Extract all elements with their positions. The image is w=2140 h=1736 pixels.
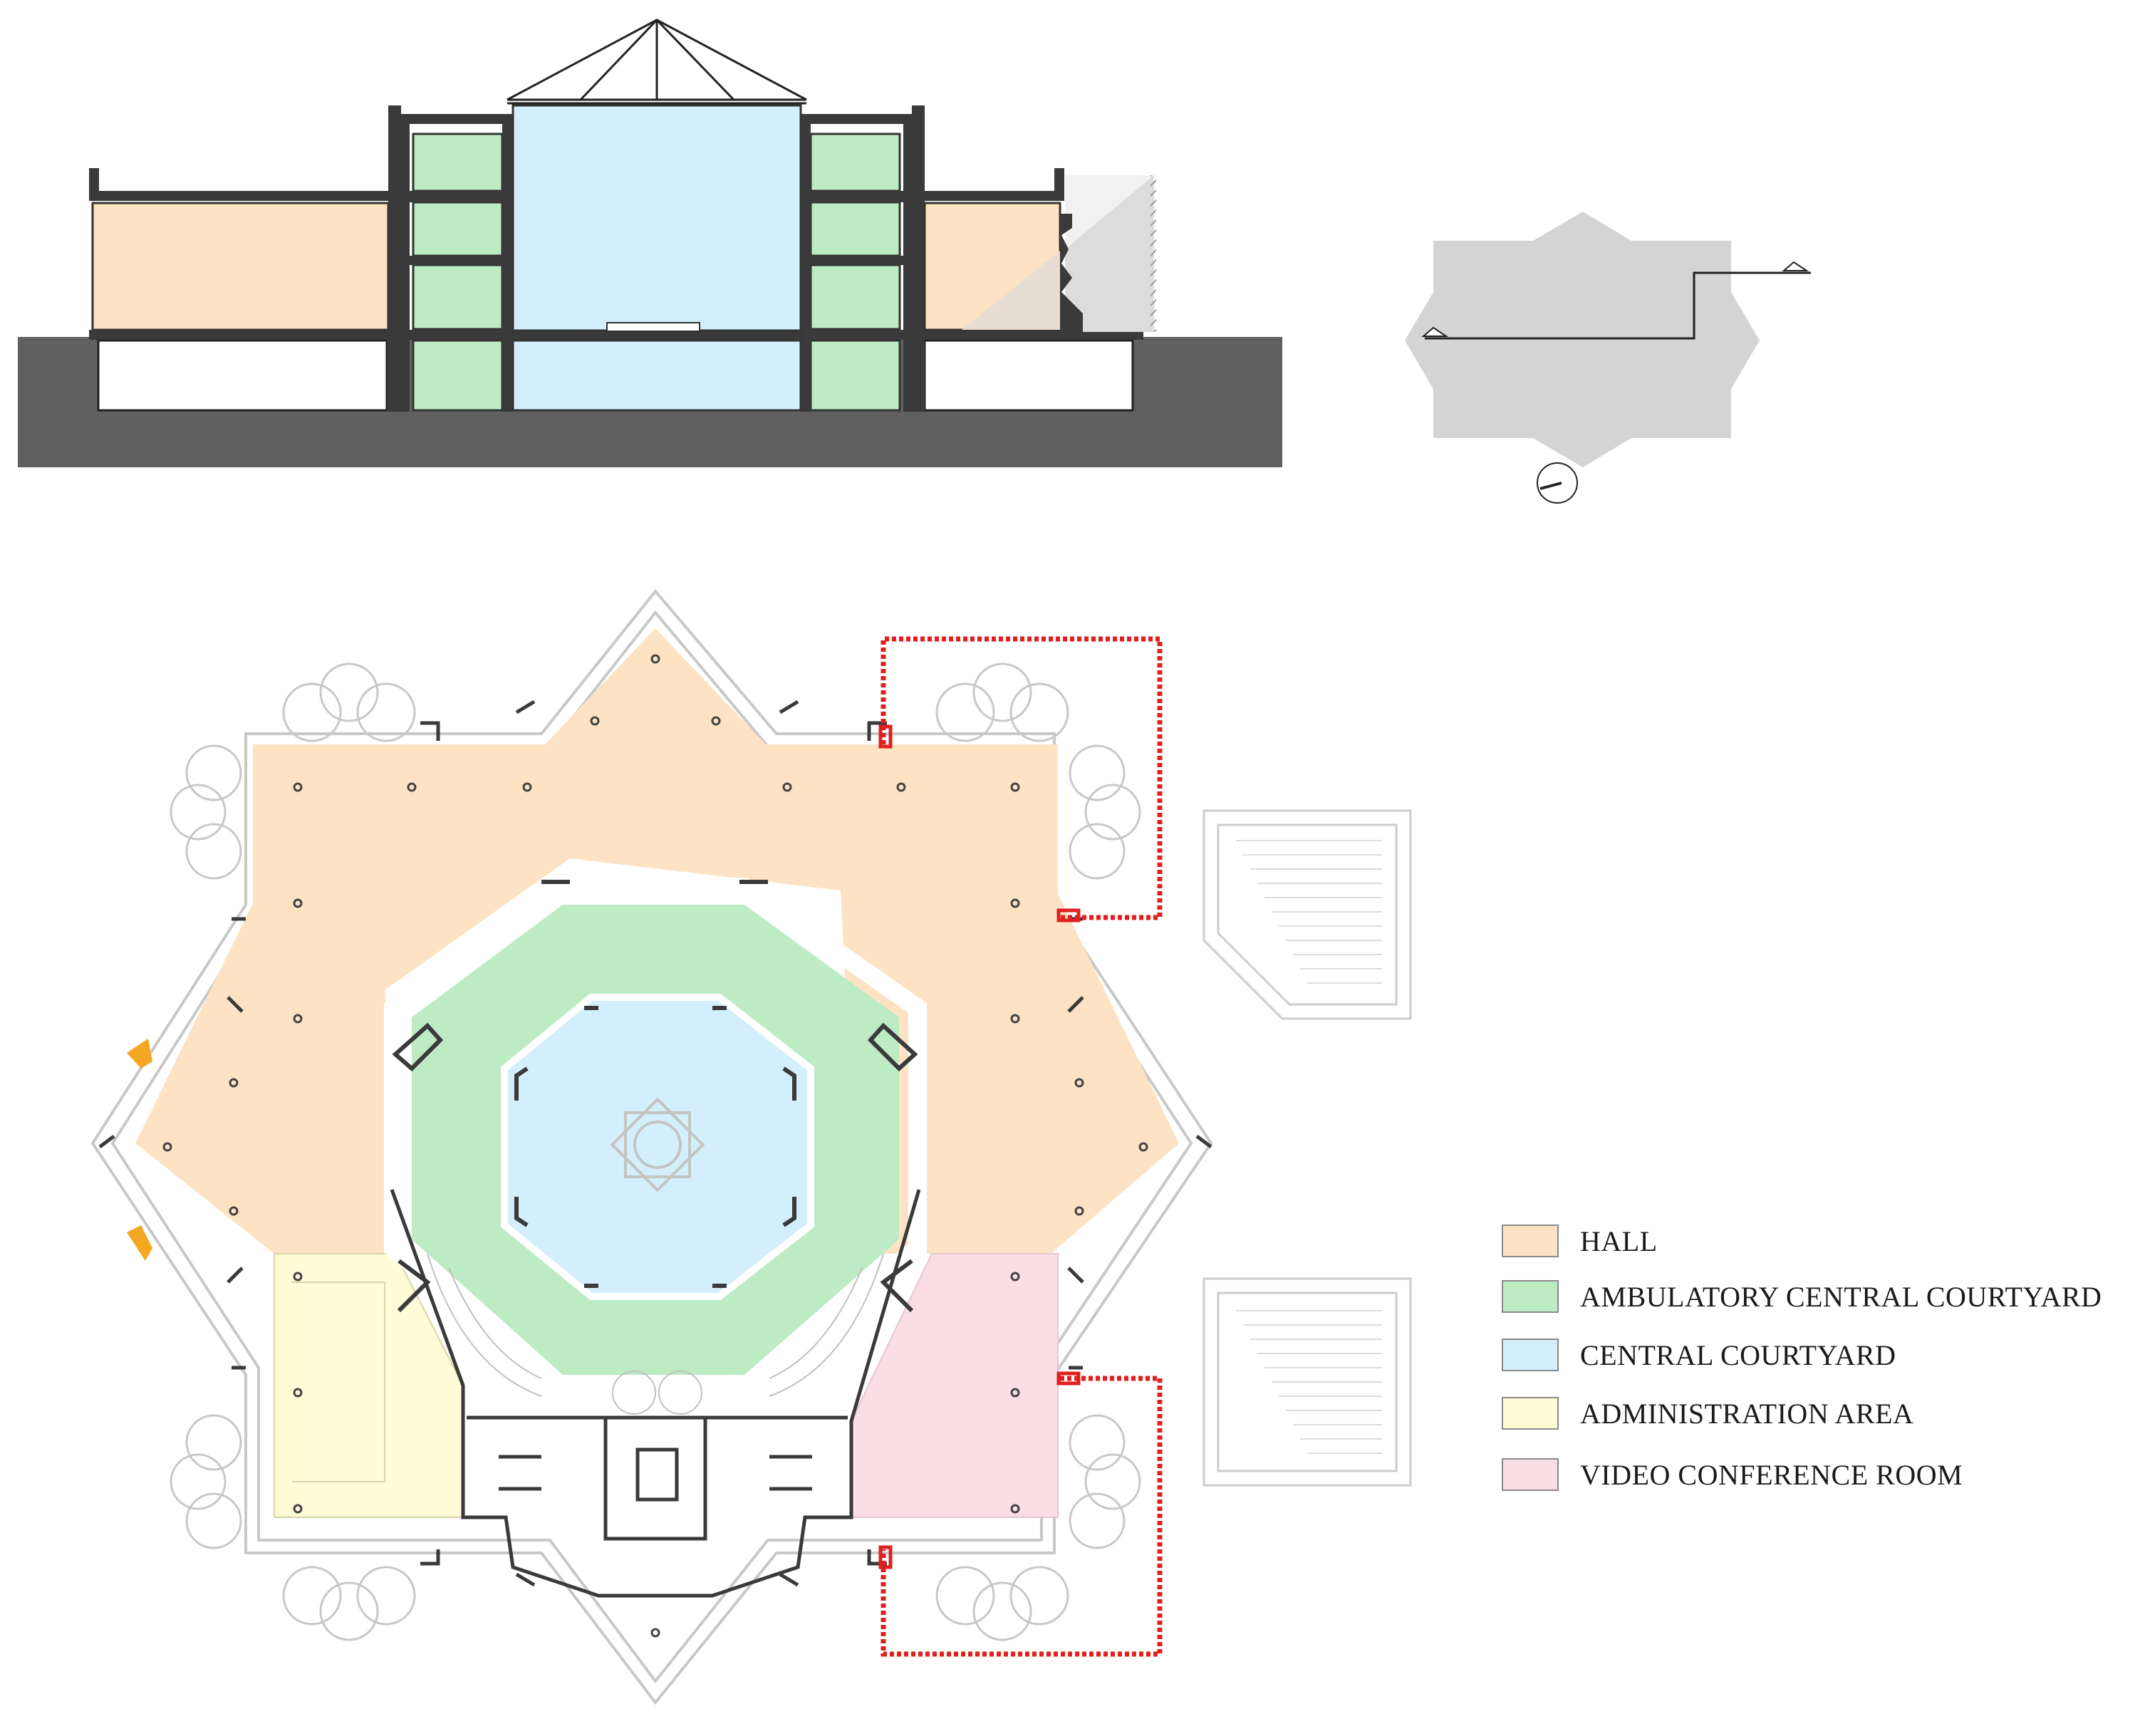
- legend-item-courtyard: CENTRAL COURTYARD: [1502, 1338, 1896, 1372]
- egress-route-north: [881, 636, 1163, 920]
- legend-swatch-video-conference: [1502, 1458, 1559, 1491]
- legend-item-video-conference: VIDEO CONFERENCE ROOM: [1502, 1457, 1963, 1492]
- basement-room-left: [97, 339, 388, 412]
- legend-swatch-ambulatory: [1502, 1280, 1559, 1313]
- legend-label-administration: ADMINISTRATION AREA: [1580, 1397, 1914, 1430]
- section-ambulatory-left-1: [412, 132, 504, 192]
- section-courtyard-upper: [511, 104, 802, 332]
- key-plan: [1405, 212, 1811, 504]
- section-ambulatory-right-3: [809, 264, 901, 331]
- service-core: [390, 1189, 921, 1598]
- pyramid-skylight: [507, 19, 807, 105]
- north-arrow-icon: [1537, 462, 1578, 504]
- legend-label-courtyard: CENTRAL COURTYARD: [1580, 1339, 1896, 1371]
- legend-swatch-administration: [1502, 1397, 1559, 1430]
- section-cut-line: [1425, 271, 1811, 340]
- fountain-star: [610, 1097, 705, 1192]
- legend-swatch-courtyard: [1502, 1339, 1559, 1371]
- building-section: [18, 19, 1282, 467]
- plan-courtyard: [501, 994, 814, 1300]
- section-ambulatory-right-4: [809, 339, 901, 412]
- section-marker-icon: [1782, 261, 1809, 271]
- left-structural-wall: [388, 114, 410, 412]
- legend-swatch-hall: [1502, 1225, 1559, 1257]
- section-courtyard-basin: [511, 339, 802, 412]
- right-structural-wall: [903, 114, 925, 412]
- egress-routes: [881, 636, 1163, 1657]
- exterior-stairs: [1203, 809, 1412, 1487]
- basement-room-right: [923, 339, 1134, 412]
- legend-label-hall: HALL: [1580, 1225, 1658, 1257]
- section-ambulatory-left-2: [412, 201, 504, 257]
- legend-label-video-conference: VIDEO CONFERENCE ROOM: [1580, 1458, 1963, 1491]
- entrance-arrow-icon: [127, 1225, 152, 1261]
- section-hall-left: [91, 202, 390, 331]
- section-stair-profile: [1060, 214, 1083, 332]
- egress-route-south: [881, 1376, 1163, 1657]
- plan-video-conference: [851, 1253, 1059, 1518]
- section-slab: [89, 330, 1143, 340]
- section-ambulatory-right-1: [809, 132, 901, 192]
- section-marker-icon: [1421, 326, 1449, 337]
- section-ambulatory-right-2: [809, 201, 901, 257]
- legend-item-ambulatory: AMBULATORY CENTRAL COURTYARD: [1502, 1279, 2102, 1314]
- left-roof-slab: [89, 191, 392, 201]
- section-ambulatory-left-3: [412, 264, 504, 331]
- entrance-arrow-icon: [127, 1039, 152, 1069]
- section-fountain-plinth: [606, 322, 700, 332]
- legend-label-ambulatory: AMBULATORY CENTRAL COURTYARD: [1580, 1280, 2102, 1313]
- legend-item-hall: HALL: [1502, 1224, 1658, 1258]
- hall-columns: [162, 654, 1148, 1638]
- floor-plan: [90, 588, 1412, 1705]
- exterior-rotundas: [170, 662, 1141, 1641]
- legend-item-administration: ADMINISTRATION AREA: [1502, 1396, 1913, 1430]
- section-ambulatory-left-4: [412, 339, 504, 412]
